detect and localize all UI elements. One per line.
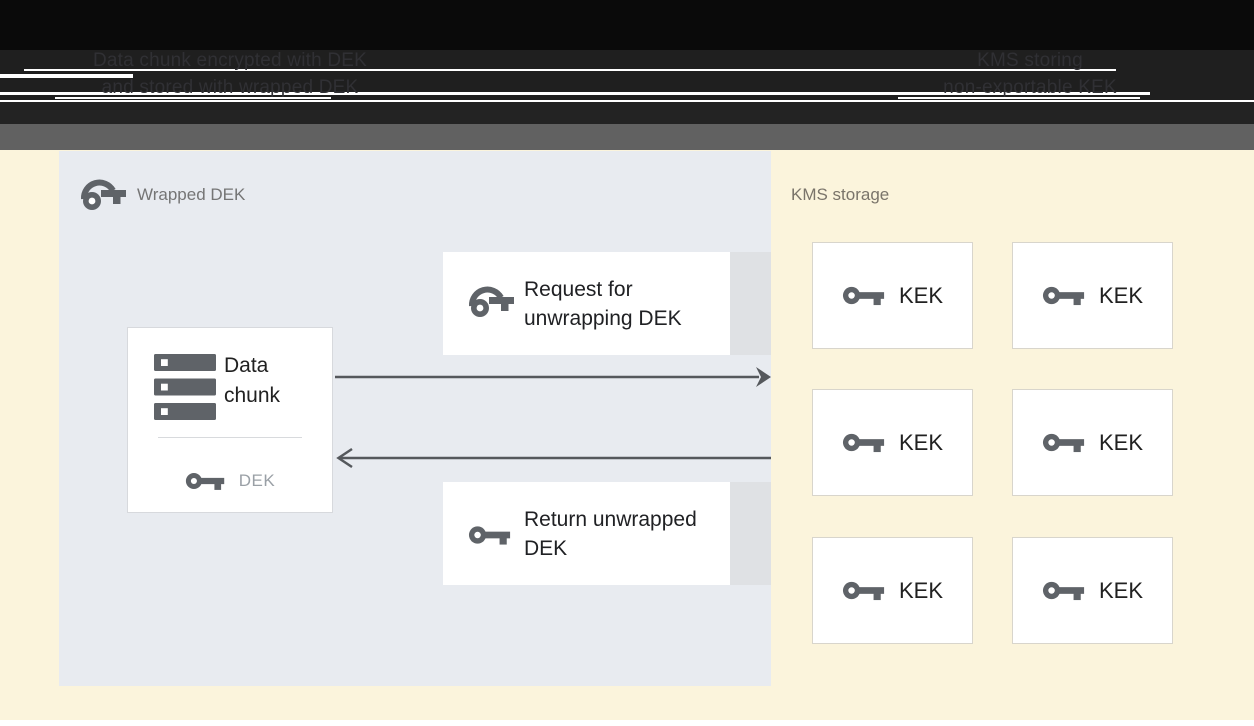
kek-label: KEK xyxy=(1098,429,1144,455)
header-black-band: Data chunk encrypted with DEK and stored… xyxy=(0,0,1254,102)
dek-label: DEK xyxy=(238,471,276,490)
kek-label: KEK xyxy=(898,282,944,308)
glitch-stripe xyxy=(0,74,133,78)
kek-box: KEK xyxy=(1012,242,1173,349)
return-unwrap-label: Return unwrapped DEK xyxy=(524,508,697,560)
data-chunk-label: Data chunk xyxy=(224,354,281,407)
callout-line: and stored with wrapped DEK xyxy=(101,77,359,98)
request-unwrap-label: Request for unwrapping DEK xyxy=(524,278,682,330)
glitch-stripe xyxy=(55,97,331,99)
key-icon xyxy=(468,526,511,545)
callout-kms-storing: KMS storing non-exportable KEK xyxy=(855,47,1205,101)
kek-label: KEK xyxy=(898,429,944,455)
glitch-stripe xyxy=(0,100,1254,102)
kms-storage-label: KMS storage xyxy=(791,185,890,204)
key-icon xyxy=(1042,286,1085,306)
glitch-stripe xyxy=(898,97,1140,99)
kek-label: KEK xyxy=(898,577,944,603)
kek-label: KEK xyxy=(1098,282,1144,308)
callout-line: Data chunk encrypted with DEK xyxy=(92,50,368,71)
divider-band-dark xyxy=(0,102,1254,124)
kek-box: KEK xyxy=(1012,389,1173,496)
kek-box: KEK xyxy=(812,389,973,496)
box-tail xyxy=(730,482,771,585)
request-arrow xyxy=(335,367,771,387)
box-tail xyxy=(730,252,771,355)
kek-box: KEK xyxy=(1012,537,1173,644)
divider xyxy=(158,437,302,438)
return-unwrap-box: Return unwrapped DEK xyxy=(443,482,771,585)
wrapped-dek-header: Wrapped DEK xyxy=(80,178,245,211)
data-chunk-box: Data chunk DEK xyxy=(127,327,333,513)
kek-box: KEK xyxy=(812,242,973,349)
glitch-stripe xyxy=(24,69,1116,71)
callout-line: KMS storing xyxy=(977,50,1083,71)
wrapped-key-icon xyxy=(80,178,126,211)
key-icon xyxy=(1042,433,1085,453)
glitch-stripe xyxy=(0,92,1150,95)
wrapped-key-icon xyxy=(468,285,514,318)
kek-label: KEK xyxy=(1098,577,1144,603)
key-icon xyxy=(842,286,885,306)
bottom-white-strip xyxy=(0,720,1254,726)
callout-line: non-exportable KEK xyxy=(943,77,1117,98)
request-unwrap-box: Request for unwrapping DEK xyxy=(443,252,771,355)
key-icon xyxy=(185,472,224,490)
key-icon xyxy=(842,581,885,601)
wrapped-dek-label: Wrapped DEK xyxy=(137,184,246,204)
divider-band-gray xyxy=(0,124,1254,150)
kek-box: KEK xyxy=(812,537,973,644)
return-arrow xyxy=(336,447,771,469)
data-chunk-stack-icon xyxy=(154,354,216,420)
key-icon xyxy=(842,433,885,453)
dek-row: DEK xyxy=(128,458,332,504)
callout-data-chunk: Data chunk encrypted with DEK and stored… xyxy=(60,47,400,101)
key-icon xyxy=(1042,581,1085,601)
